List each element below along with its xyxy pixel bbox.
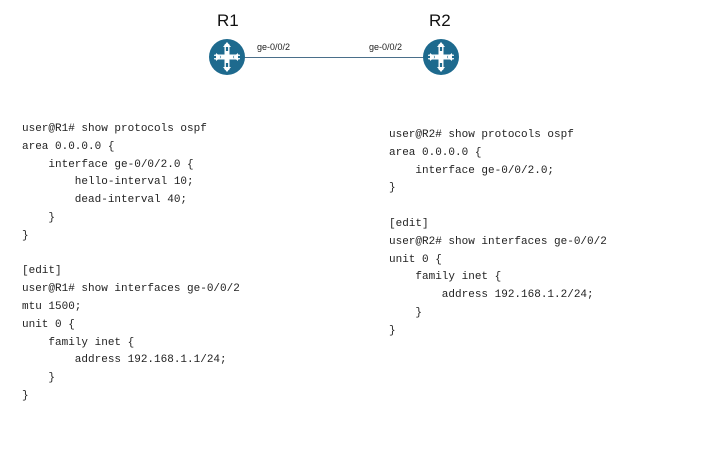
r2-config-line: } bbox=[389, 324, 396, 337]
r2-config-line: address 192.168.1.2/24; bbox=[389, 289, 594, 302]
r2-config-line: } bbox=[389, 182, 396, 195]
r2-config-line bbox=[389, 198, 607, 216]
r2-config-line: [edit] bbox=[389, 217, 429, 230]
r1-config-line: [edit] bbox=[22, 265, 62, 278]
r1-config-line: area 0.0.0.0 { bbox=[22, 140, 115, 153]
r1-config-line: user@R1# show interfaces ge-0/0/2 bbox=[22, 283, 240, 296]
r1-router-icon bbox=[208, 38, 246, 76]
r2-router-icon bbox=[422, 38, 460, 76]
r1-config-line: hello-interval 10; bbox=[22, 176, 194, 189]
r1-config-line: interface ge-0/0/2.0 { bbox=[22, 158, 194, 171]
r1-config-line: } bbox=[22, 389, 29, 402]
r2-config-line: user@R2# show interfaces ge-0/0/2 bbox=[389, 235, 607, 248]
r2-config-block: user@R2# show protocols ospf area 0.0.0.0… bbox=[389, 127, 607, 341]
r2-config-line: area 0.0.0.0 { bbox=[389, 146, 482, 159]
r1-config-line: } bbox=[22, 372, 56, 385]
r2-config-line: user@R2# show protocols ospf bbox=[389, 129, 574, 141]
r2-config-line: unit 0 { bbox=[389, 253, 442, 266]
link-line bbox=[240, 57, 442, 58]
r1-config-line: unit 0 { bbox=[22, 318, 75, 331]
r1-config-line: mtu 1500; bbox=[22, 300, 82, 313]
r2-interface-label: ge-0/0/2 bbox=[369, 42, 403, 52]
r1-interface-label: ge-0/0/2 bbox=[257, 42, 291, 52]
r1-config-line: } bbox=[22, 211, 56, 224]
r2-label: R2 bbox=[429, 11, 451, 30]
r2-config-line: interface ge-0/0/2.0; bbox=[389, 164, 555, 177]
r1-config-line bbox=[22, 246, 240, 264]
r1-config-line: address 192.168.1.1/24; bbox=[22, 354, 227, 367]
r1-config-line: user@R1# show protocols ospf bbox=[22, 123, 207, 135]
r1-config-line: dead-interval 40; bbox=[22, 194, 188, 207]
r2-config-line: } bbox=[389, 306, 423, 319]
r1-config-block: user@R1# show protocols ospf area 0.0.0.0… bbox=[22, 121, 240, 406]
r1-config-line: } bbox=[22, 229, 29, 242]
r2-config-line: family inet { bbox=[389, 271, 502, 284]
r1-label: R1 bbox=[217, 11, 239, 30]
r1-config-line: family inet { bbox=[22, 336, 135, 349]
